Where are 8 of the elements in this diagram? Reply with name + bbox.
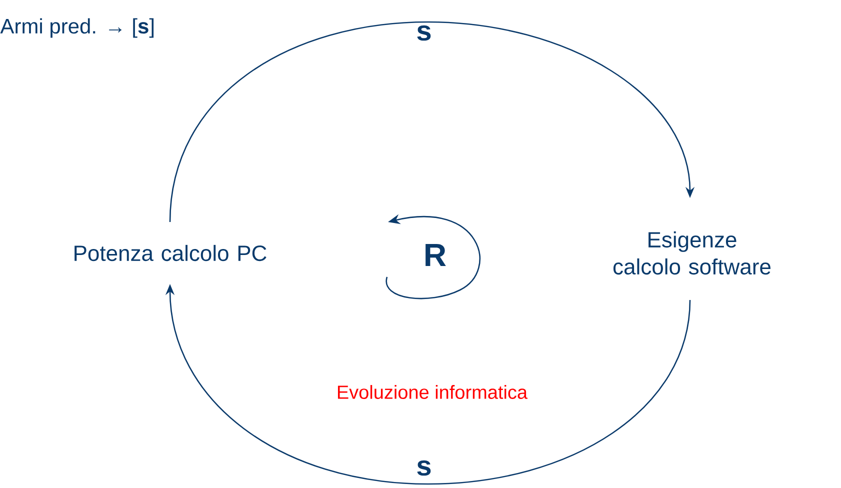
node-label: Potenza calcolo PC [74,244,266,262]
edge-label: s [415,459,433,477]
caption-text: Evoluzione informatica [338,385,528,399]
arrow [169,21,695,222]
note-text: Armi pred. → [s] [0,18,154,38]
edge-label: s [415,24,433,42]
node-label: Esigenze calcolo software [613,231,770,275]
loop-letter: R [426,244,446,266]
